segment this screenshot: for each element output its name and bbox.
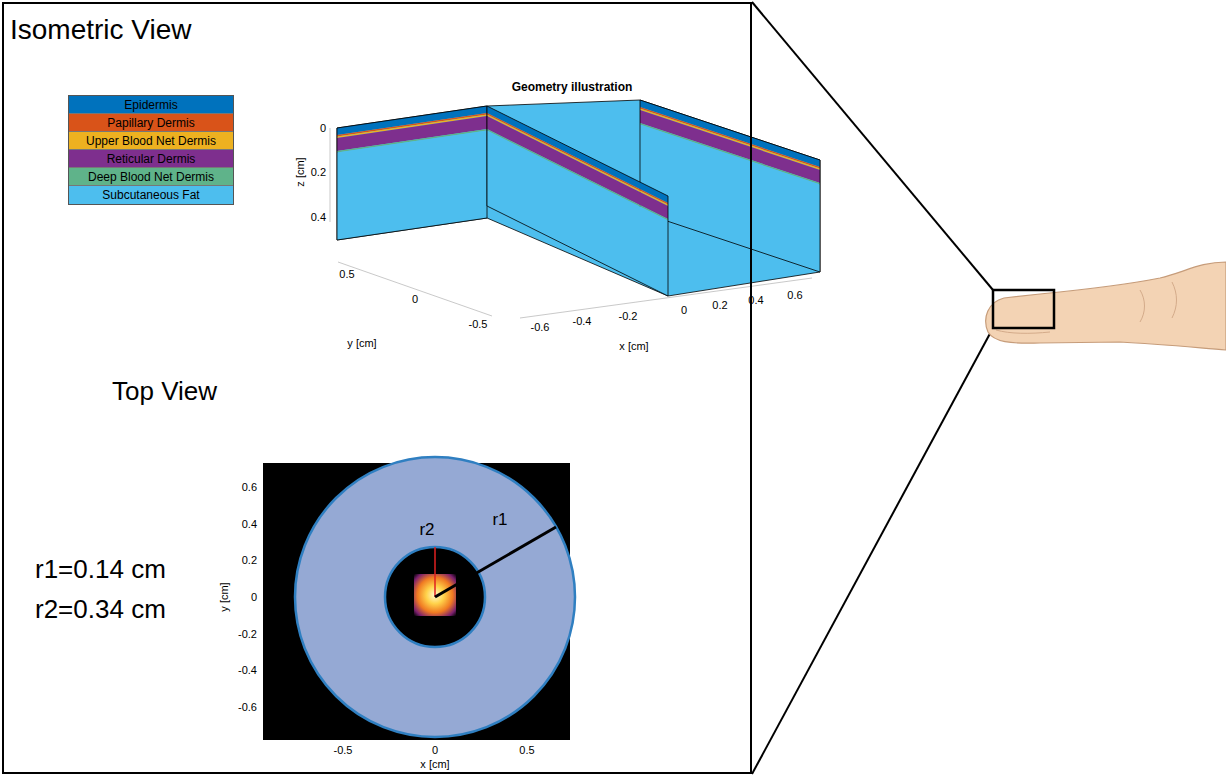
tick-label: 0 [320,122,326,135]
zoom-line [752,328,993,774]
tick-label: 0.2 [712,299,727,312]
skin-block [330,100,820,318]
dimension-note: r2=0.34 cm [35,595,166,625]
legend-text: Deep Blood Net Dermis [88,170,214,184]
finger-crease [1140,290,1145,322]
tick-label: -0.2 [619,310,638,323]
radius-label: r2 [419,520,434,540]
radius-line [434,547,436,597]
axis-label: z [cm] [294,157,307,186]
tick-label: 0.2 [242,554,257,567]
legend-text: Epidermis [124,98,177,112]
plot-title: Geometry illustration [512,81,633,95]
tick-label: 0 [251,591,257,604]
axis-label: x [cm] [420,758,449,771]
radius-line [435,527,556,597]
dimension-note: r1=0.14 cm [35,555,166,585]
skin-layer [337,131,487,241]
tick-label: 0 [412,293,418,306]
tick-label: 0.6 [242,481,257,494]
tick-label: 0 [432,744,438,757]
legend-swatch: Epidermis [69,96,233,114]
finger-crease [1172,282,1177,318]
finger [986,262,1226,350]
tick-label: 0.4 [242,518,257,531]
tick-label: 0.4 [311,211,326,224]
axis-label: y [cm] [347,337,376,350]
view-heading: Top View [112,377,217,407]
tick-label: 0 [681,304,687,317]
tick-label: -0.2 [238,628,257,641]
tick-label: -0.5 [469,318,488,331]
tick-label: -0.4 [238,664,257,677]
tick-label: 0.5 [339,268,354,281]
skin-layer [487,131,668,297]
tick-label: -0.4 [573,315,592,328]
legend-text: Papillary Dermis [107,116,194,130]
legend-text: Upper Blood Net Dermis [86,134,216,148]
legend-swatch: Upper Blood Net Dermis [69,132,233,150]
tick-label: 0.5 [519,744,534,757]
tick-label: 0.2 [311,166,326,179]
axis-label: y [cm] [218,582,231,611]
outer-circle [295,457,575,737]
top-view-image [263,457,575,740]
radius-label: r1 [492,510,507,530]
legend-swatch: Deep Blood Net Dermis [69,168,233,186]
face-outline [337,106,487,240]
zoom-box [993,290,1054,328]
view-heading: Isometric View [10,14,192,46]
axis-label: x [cm] [619,340,648,353]
legend-text: Subcutaneous Fat [102,188,199,202]
face-outline [487,106,668,296]
tick-label: -0.5 [334,744,353,757]
tick-label: -0.6 [238,701,257,714]
legend-swatch: Reticular Dermis [69,150,233,168]
legend-text: Reticular Dermis [107,152,196,166]
tick-label: 0.6 [787,289,802,302]
tick-label: -0.6 [531,321,550,334]
finger-pad [996,330,1050,333]
legend-swatch: Subcutaneous Fat [69,186,233,204]
legend-swatch: Papillary Dermis [69,114,233,132]
